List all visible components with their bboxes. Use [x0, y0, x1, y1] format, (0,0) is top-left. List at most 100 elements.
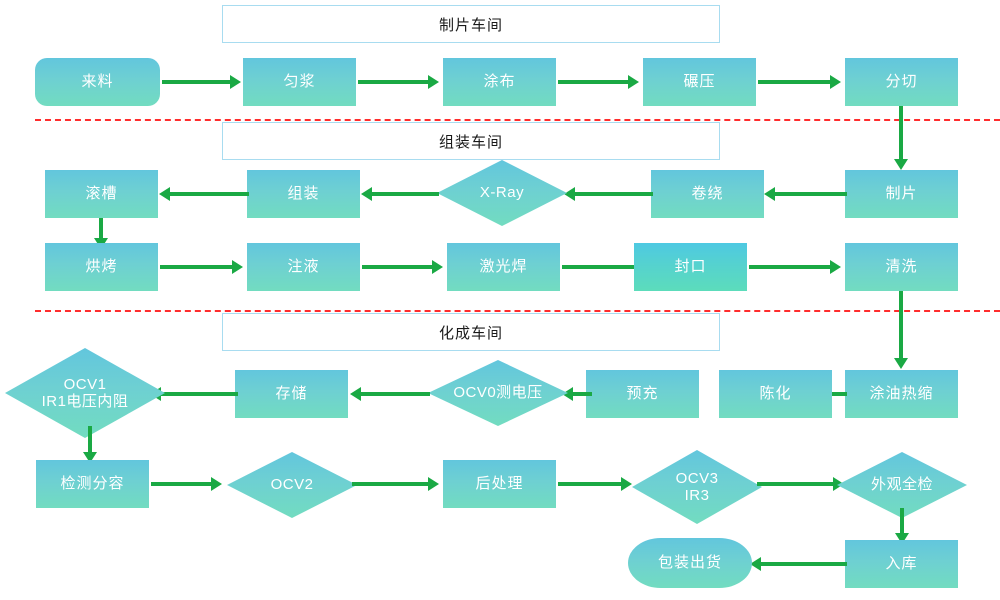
connector-ocv1-jianceferong	[88, 426, 92, 454]
arrowhead-right	[830, 260, 841, 274]
arrowhead-right	[428, 75, 439, 89]
connector-nianya-fenqie	[758, 80, 830, 84]
section-header-label: 制片车间	[438, 16, 503, 34]
arrowhead-left	[361, 187, 372, 201]
node-zuzhuang[interactable]: 组装	[247, 170, 360, 218]
node-qingxi[interactable]: 清洗	[845, 243, 958, 291]
node-guncao[interactable]: 滚槽	[45, 170, 158, 218]
node-label: OCV2	[270, 476, 314, 494]
node-yuchong[interactable]: 预充	[586, 370, 699, 418]
section-header-label: 化成车间	[438, 324, 503, 342]
node-ocv3[interactable]: OCV3 IR3	[632, 450, 762, 524]
arrowhead-down	[894, 358, 908, 369]
node-jianceferong[interactable]: 检测分容	[36, 460, 149, 508]
node-cunchu[interactable]: 存储	[235, 370, 348, 418]
connector-fengkou-qingxi	[749, 265, 830, 269]
arrowhead-down	[894, 159, 908, 170]
node-label: 预充	[626, 385, 659, 403]
connector-ocv3-waiguanquanjian	[757, 482, 833, 486]
section-header-zuzhuang: 组装车间	[222, 122, 720, 160]
node-label: 涂布	[483, 73, 516, 91]
section-header-label: 组装车间	[438, 133, 503, 151]
node-label: OCV0测电压	[453, 384, 543, 402]
node-xray[interactable]: X-Ray	[437, 160, 567, 226]
node-label: 包装出货	[657, 554, 722, 572]
connector-jianceferong-ocv2	[151, 482, 211, 486]
arrowhead-left	[764, 187, 775, 201]
node-label: 来料	[81, 73, 114, 91]
node-baozhuangchuhuo[interactable]: 包装出货	[628, 538, 752, 588]
node-yunjiang[interactable]: 匀浆	[243, 58, 356, 106]
arrowhead-down	[83, 452, 97, 463]
connector-waiguanquanjian-ruku	[900, 508, 904, 536]
node-zhuye[interactable]: 注液	[247, 243, 360, 291]
node-houchuli[interactable]: 后处理	[443, 460, 556, 508]
node-hongkao[interactable]: 烘烤	[45, 243, 158, 291]
node-zhipian[interactable]: 制片	[845, 170, 958, 218]
arrowhead-right	[833, 477, 844, 491]
arrowhead-left	[564, 187, 575, 201]
node-label-line1: OCV1	[63, 375, 107, 393]
connector-cunchu-ocv1	[160, 392, 238, 396]
node-label: X-Ray	[479, 184, 525, 202]
node-jiguanghan[interactable]: 激光焊	[447, 243, 560, 291]
node-label-line2: IR1电压内阻	[41, 393, 129, 410]
node-label: 烘烤	[85, 258, 118, 276]
connector-xray-zuzhuang	[372, 192, 439, 196]
connector-qingxi-touyoureso	[899, 291, 903, 361]
node-fengkou[interactable]: 封口	[634, 243, 747, 291]
connector-zhipian-juanrao	[775, 192, 847, 196]
section-header-huacheng: 化成车间	[222, 313, 720, 351]
node-ocv2[interactable]: OCV2	[227, 452, 357, 518]
node-label: 注液	[287, 258, 320, 276]
node-label: 陈化	[759, 385, 792, 403]
node-label: OCV1 IR1电压内阻	[42, 376, 129, 411]
arrowhead-right	[428, 477, 439, 491]
node-label-line1: OCV3	[675, 469, 719, 487]
node-label: 制片	[885, 185, 918, 203]
connector-jiguanghan-fengkou	[562, 265, 634, 269]
arrowhead-left	[562, 387, 573, 401]
connector-houchuli-ocv3	[558, 482, 621, 486]
node-lailiao[interactable]: 来料	[35, 58, 160, 106]
connector-tubu-nianya	[558, 80, 628, 84]
node-chenhua[interactable]: 陈化	[719, 370, 832, 418]
node-label: 涂油热缩	[869, 385, 934, 403]
node-label: 入库	[885, 555, 918, 573]
node-nianya[interactable]: 碾压	[643, 58, 756, 106]
connector-touyoureso-chenhua	[832, 392, 847, 396]
node-juanrao[interactable]: 卷绕	[651, 170, 764, 218]
divider-line-2	[35, 310, 1000, 312]
node-ocv1[interactable]: OCV1 IR1电压内阻	[5, 348, 165, 438]
node-label: 封口	[674, 258, 707, 276]
node-tubu[interactable]: 涂布	[443, 58, 556, 106]
node-label: 外观全检	[870, 476, 933, 494]
divider-line-1	[35, 119, 1000, 121]
node-label: 检测分容	[60, 475, 125, 493]
arrowhead-right	[232, 260, 243, 274]
connector-ruku-baozhuangchuhuo	[761, 562, 847, 566]
node-label: OCV3 IR3	[676, 470, 719, 505]
arrowhead-right	[230, 75, 241, 89]
arrowhead-down	[895, 533, 909, 544]
node-label: 清洗	[885, 258, 918, 276]
connector-yuchong-ocv0	[570, 392, 592, 396]
connector-ocv0-cunchu	[360, 392, 430, 396]
arrowhead-right	[621, 477, 632, 491]
connector-guncao-hongkao	[99, 218, 103, 240]
node-label: 分切	[885, 73, 918, 91]
node-label: 存储	[275, 385, 308, 403]
arrowhead-right	[211, 477, 222, 491]
arrowhead-right	[830, 75, 841, 89]
node-waiguanquanjian[interactable]: 外观全检	[837, 452, 967, 518]
connector-lailiao-yunjiang	[162, 80, 230, 84]
node-label: 卷绕	[691, 185, 724, 203]
node-fenqie[interactable]: 分切	[845, 58, 958, 106]
node-label: 匀浆	[283, 73, 316, 91]
connector-zhuye-jiguanghan	[362, 265, 432, 269]
node-label: 碾压	[683, 73, 716, 91]
node-ruku[interactable]: 入库	[845, 540, 958, 588]
node-touyoureso[interactable]: 涂油热缩	[845, 370, 958, 418]
node-ocv0[interactable]: OCV0测电压	[428, 360, 568, 426]
